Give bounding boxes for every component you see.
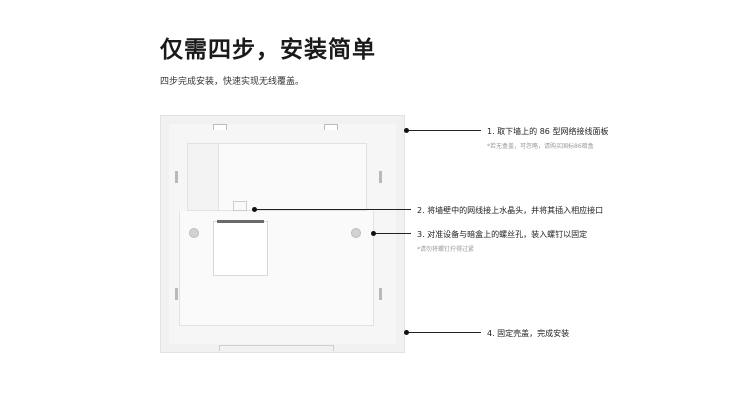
callout-dot-1 <box>404 128 409 133</box>
callout-line-1 <box>409 130 481 131</box>
screw-hole-right <box>351 228 361 238</box>
callout-line-2 <box>257 209 411 210</box>
step-4-label: 4. 固定壳盖，完成安装 <box>487 329 570 338</box>
page-title: 仅需四步，安装简单 <box>160 37 376 63</box>
cable-slot <box>233 201 247 211</box>
wall-plate-illustration <box>160 115 405 353</box>
clip-lower-right <box>379 288 382 300</box>
screw-hole-left <box>189 228 199 238</box>
rj45-port-block <box>213 221 268 276</box>
clip-upper-right <box>379 171 382 183</box>
port-contacts <box>217 220 264 223</box>
top-notch-right <box>324 124 338 130</box>
step-1-note: *若无盒盖，可忽略，请购买国标86暗盒 <box>487 143 594 150</box>
step-3-label: 3. 对准设备与暗盒上的螺丝孔，装入螺钉以固定 <box>417 230 588 239</box>
clip-upper-left <box>175 171 178 183</box>
page-subtitle: 四步完成安装，快速实现无线覆盖。 <box>160 77 305 87</box>
module-left-section <box>187 143 219 211</box>
callout-dot-3 <box>371 231 376 236</box>
callout-line-3 <box>376 233 411 234</box>
callout-dot-4 <box>404 330 409 335</box>
callout-line-4 <box>409 332 481 333</box>
bottom-tab <box>219 345 334 351</box>
callout-dot-2 <box>252 207 257 212</box>
step-1-label: 1. 取下墙上的 86 型网络接线面板 <box>487 127 609 136</box>
clip-lower-left <box>175 288 178 300</box>
top-notch-left <box>213 124 227 130</box>
module-lower-body <box>179 211 374 326</box>
step-2-label: 2. 将墙壁中的网线接上水晶头，并将其插入相应接口 <box>417 206 604 215</box>
step-3-note: *请勿将螺钉拧得过紧 <box>417 246 475 253</box>
